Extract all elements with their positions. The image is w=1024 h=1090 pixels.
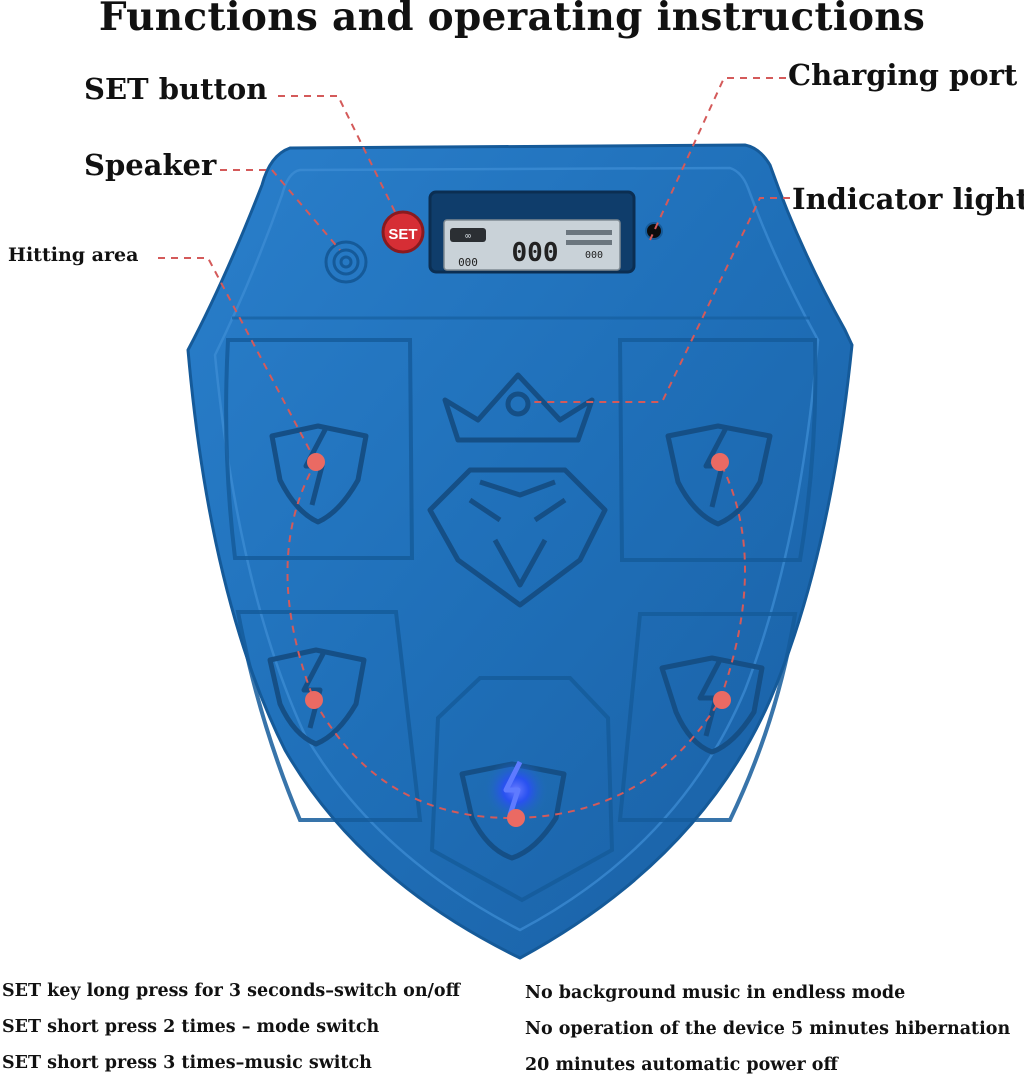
lcd-small-left: 000 [458,256,478,269]
hit-marker-top-right [711,453,729,471]
bolt-emblem-bottom-left [267,647,367,747]
panel-top-right [617,338,818,562]
bolt-emblem-bottom-center [459,761,567,861]
panel-bottom-right [617,612,798,822]
set-button: SET [381,210,425,254]
callout-line-hitting-area [158,257,317,463]
set-button-label: SET [388,226,417,243]
charging-port [645,222,663,240]
panel-top-left [224,338,415,560]
hit-marker-bottom-right [713,691,731,709]
instruction-item: SET key long press for 3 seconds–switch … [2,981,460,1001]
callout-indicator-light: Indicator light [792,182,1024,216]
callout-hitting-area: Hitting area [8,244,139,266]
instruction-item: No background music in endless mode [525,983,906,1003]
lcd-mode-icon: ∞ [465,231,471,242]
hit-marker-bottom-center [507,809,525,827]
instruction-item: No operation of the device 5 minutes hib… [525,1019,1011,1039]
callout-speaker: Speaker [84,148,217,182]
instruction-item: SET short press 3 times–music switch [2,1053,372,1073]
instruction-item: SET short press 2 times – mode switch [2,1017,380,1037]
instruction-item: 20 minutes automatic power off [525,1055,838,1075]
hit-area-loop [286,461,746,820]
hit-marker-top-left [307,453,325,471]
crown-emblem [442,372,595,443]
lion-emblem [427,467,608,608]
callout-line-set [278,95,397,215]
callout-set-button: SET button [84,72,268,106]
panel-bottom-left [235,610,423,822]
callout-line-speaker [220,169,341,251]
bolt-emblem-bottom-right [659,655,765,755]
page-title: Functions and operating instructions [98,0,926,40]
instructions-left: SET key long press for 3 seconds–switch … [2,980,460,1088]
callout-line-indicator [530,197,790,403]
indicator-bolt-icon [503,760,523,816]
panel-bottom-center [429,676,615,903]
callout-charging-port: Charging port [788,58,1018,92]
hit-marker-bottom-left [305,691,323,709]
instructions-right: No background music in endless mode No o… [525,982,1010,1090]
lcd-main-value: 000 [512,238,559,268]
speaker-icon [324,240,368,284]
lcd-small-right: 000 [585,250,603,261]
